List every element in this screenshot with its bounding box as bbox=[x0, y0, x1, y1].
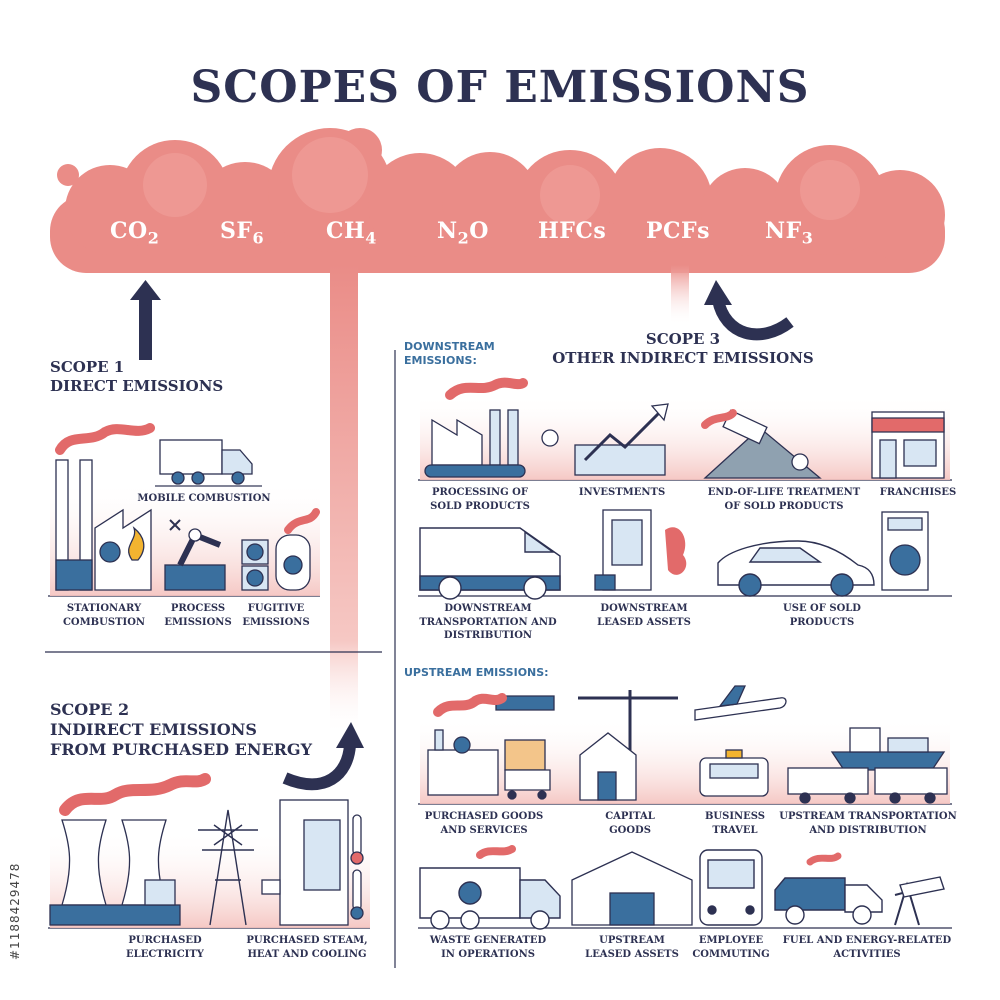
downstream-label: DOWNSTREAM EMISSIONS: bbox=[404, 340, 495, 368]
process-emissions-robot-arm-icon bbox=[164, 519, 226, 591]
label-purchased-steam: PURCHASED STEAM,HEAT AND COOLING bbox=[246, 935, 368, 960]
gas-label-sf6: SF6 bbox=[220, 218, 265, 248]
scope1-arrow bbox=[130, 280, 161, 360]
mobile-combustion-truck-icon bbox=[159, 439, 253, 485]
dump-truck-oil-pump-icon bbox=[774, 852, 945, 926]
scope3-arrow bbox=[704, 280, 794, 341]
scope2-stem bbox=[330, 265, 358, 735]
investments-chart-icon bbox=[541, 403, 669, 476]
gas-label-n2o: N2O bbox=[437, 218, 489, 248]
gas-label-pcfs: PCFs bbox=[646, 218, 711, 244]
processing-factory-icon bbox=[424, 377, 528, 478]
gas-label-hfcs: HFCs bbox=[538, 218, 607, 244]
purchased-goods-icon bbox=[427, 693, 555, 800]
upstream-label: UPSTREAM EMISSIONS: bbox=[404, 666, 549, 679]
scope1-heading: SCOPE 1 DIRECT EMISSIONS bbox=[50, 358, 224, 395]
power-plant-icon bbox=[49, 773, 211, 926]
delivery-van-icon bbox=[419, 527, 561, 600]
power-tower-icon bbox=[198, 809, 258, 926]
end-of-life-bulldozer-icon bbox=[701, 409, 822, 479]
label-franchises: FRANCHISES bbox=[879, 487, 957, 498]
fugitive-emissions-icon bbox=[241, 508, 320, 591]
gas-label-ch4: CH4 bbox=[326, 218, 377, 248]
garbage-truck-icon bbox=[419, 845, 561, 930]
building-thermometer-icon bbox=[261, 799, 364, 926]
bus-icon bbox=[699, 849, 763, 926]
page-title: SCOPES OF EMISSIONS bbox=[190, 62, 810, 113]
electric-car-icon bbox=[717, 540, 875, 597]
label-mobile-combustion: MOBILE COMBUSTION bbox=[137, 493, 271, 504]
leased-building-icon bbox=[594, 509, 687, 591]
gas-label-co2: CO2 bbox=[110, 218, 160, 248]
image-id-text: #1188429478 bbox=[8, 862, 22, 960]
washing-machine-icon bbox=[881, 511, 929, 591]
plane-taxi-icon bbox=[694, 685, 787, 797]
franchise-storefront-icon bbox=[871, 411, 945, 479]
scope2-heading: SCOPE 2 INDIRECT EMISSIONS FROM PURCHASE… bbox=[50, 700, 313, 759]
crane-house-icon bbox=[578, 690, 678, 801]
scope3-heading: SCOPE 3 OTHER INDIRECT EMISSIONS bbox=[552, 330, 814, 367]
gas-label-nf3: NF3 bbox=[765, 218, 814, 248]
scope3-stem bbox=[671, 265, 689, 325]
scope2-arrow bbox=[282, 722, 364, 791]
train-ship-icon bbox=[787, 727, 948, 804]
label-investments: INVESTMENTS bbox=[578, 487, 666, 498]
stationary-combustion-icon bbox=[55, 423, 155, 591]
warehouse-icon bbox=[571, 851, 693, 926]
